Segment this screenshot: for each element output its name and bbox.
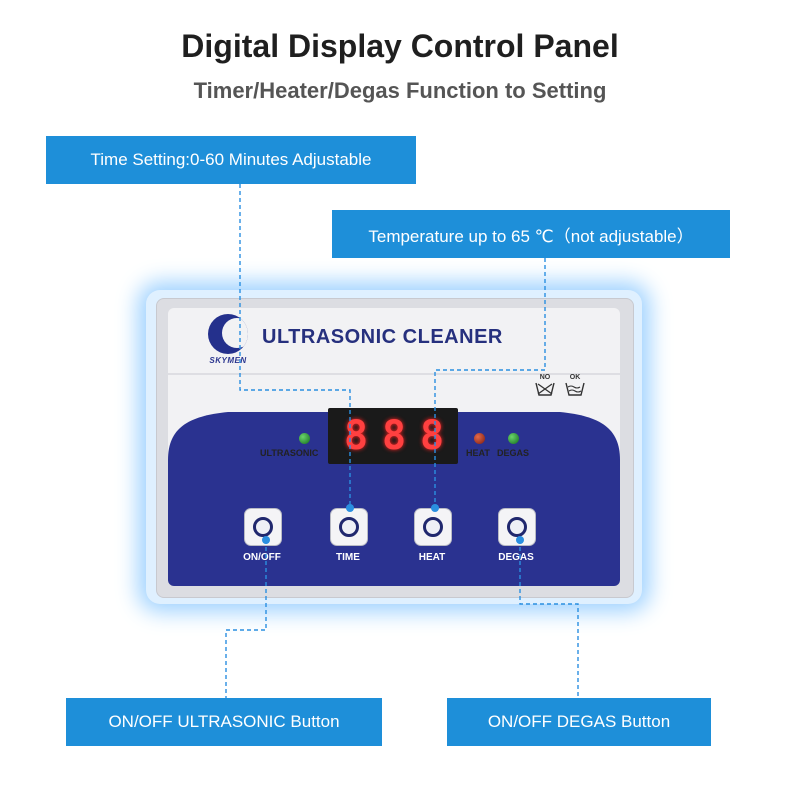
brand-name: SKYMEN <box>209 356 247 365</box>
ultrasonic-indicator-label: ULTRASONIC <box>260 448 319 458</box>
degas-indicator-label: DEGAS <box>497 448 530 458</box>
callout-time-setting: Time Setting:0-60 Minutes Adjustable <box>46 136 416 184</box>
product-title: ULTRASONIC CLEANER <box>262 326 503 348</box>
wash-ok-label: OK <box>569 374 581 381</box>
callout-onoff-ultrasonic-text: ON/OFF ULTRASONIC Button <box>108 712 340 731</box>
onoff-button[interactable] <box>244 508 282 546</box>
display-digit: 8 <box>343 413 368 459</box>
brand-logo-icon <box>208 314 248 354</box>
callout-onoff-degas-text: ON/OFF DEGAS Button <box>487 712 671 731</box>
page-title: Digital Display Control Panel <box>181 28 619 64</box>
power-ring-icon <box>253 517 273 537</box>
callout-temperature-text: Temperature up to 65 ℃（not adjustable） <box>368 226 694 246</box>
degas-ring-icon <box>507 517 527 537</box>
degas-button[interactable] <box>498 508 536 546</box>
ultrasonic-led-icon <box>299 433 310 444</box>
heat-button-label: HEAT <box>418 552 446 563</box>
callout-onoff-degas: ON/OFF DEGAS Button <box>447 698 711 746</box>
heat-led-icon <box>474 433 485 444</box>
callout-onoff-ultrasonic: ON/OFF ULTRASONIC Button <box>66 698 382 746</box>
display-digit: 8 <box>381 413 406 459</box>
onoff-button-label: ON/OFF <box>243 552 281 563</box>
page-subtitle: Timer/Heater/Degas Function to Setting <box>193 78 607 103</box>
time-button[interactable] <box>330 508 368 546</box>
time-ring-icon <box>339 517 359 537</box>
wash-ok-icon: OK <box>564 374 586 396</box>
time-button-label: TIME <box>336 552 360 563</box>
display-digit: 8 <box>419 413 444 459</box>
heat-ring-icon <box>423 517 443 537</box>
heat-button[interactable] <box>414 508 452 546</box>
degas-button-label: DEGAS <box>498 552 534 563</box>
control-panel: SKYMEN ULTRASONIC CLEANER NO OK 8 8 8 UL… <box>168 308 620 586</box>
wash-no-icon: NO <box>534 374 556 396</box>
callout-time-setting-text: Time Setting:0-60 Minutes Adjustable <box>90 150 372 169</box>
seven-segment-display: 8 8 8 <box>328 408 458 464</box>
heat-indicator-label: HEAT <box>466 448 490 458</box>
callout-temperature: Temperature up to 65 ℃（not adjustable） <box>332 210 730 258</box>
degas-led-icon <box>508 433 519 444</box>
